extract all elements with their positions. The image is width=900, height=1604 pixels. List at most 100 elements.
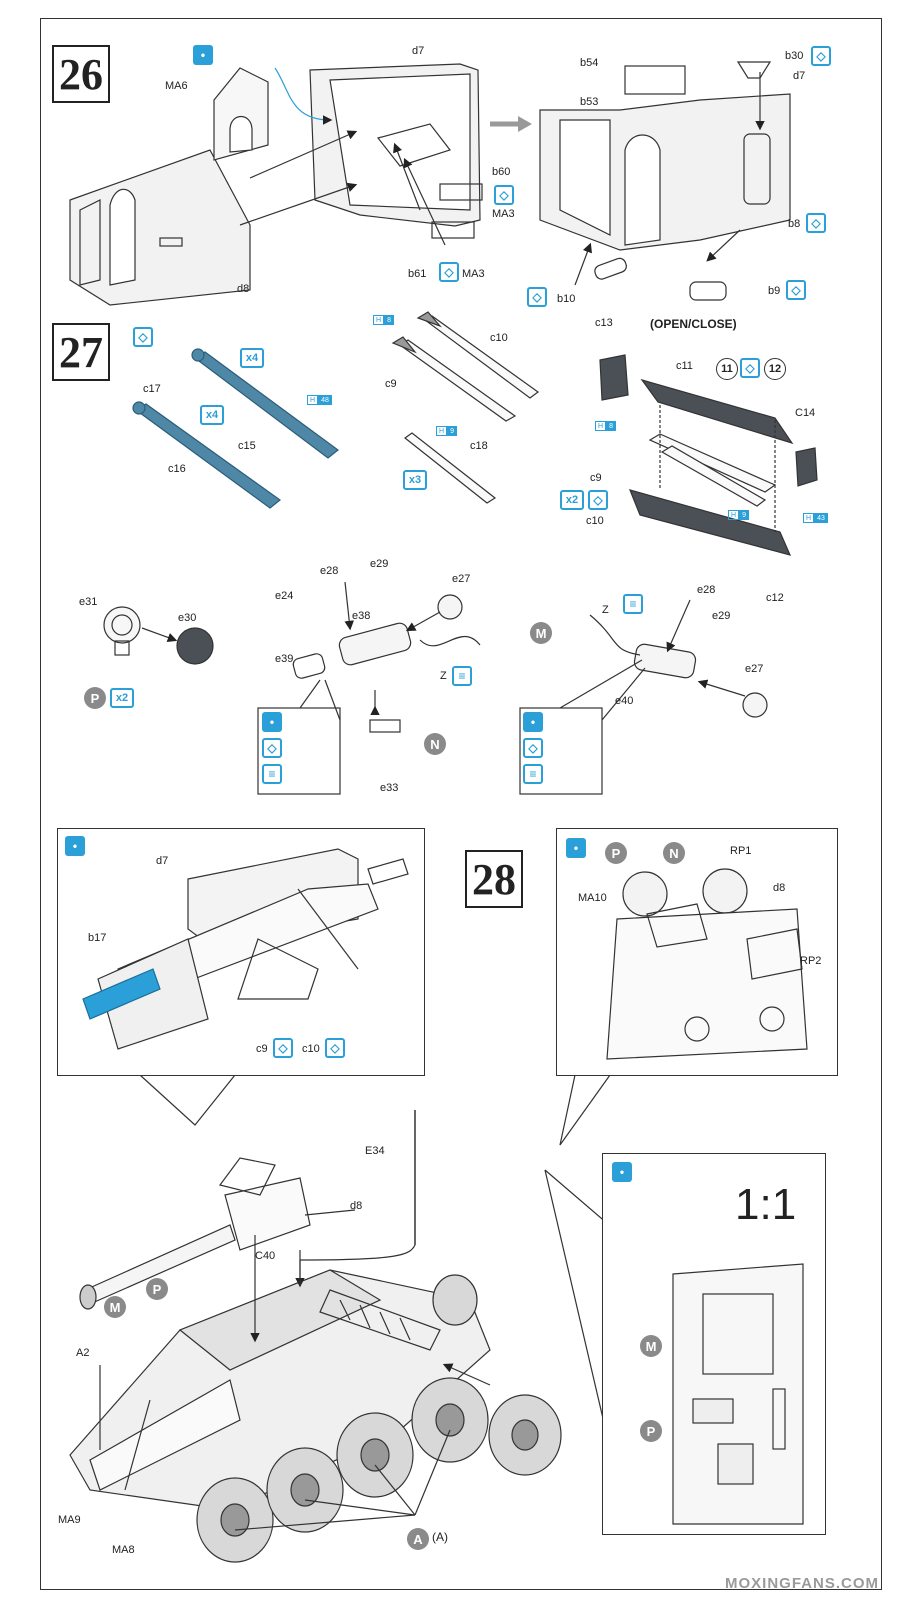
label-b53: b53 [580, 96, 599, 108]
both-sides-icon: ◇ [273, 1038, 293, 1058]
label-d8: d8 [237, 283, 250, 295]
detail-inset-scale [602, 1153, 826, 1535]
marker-M: M [104, 1296, 126, 1318]
label-b10: b10 [557, 293, 576, 305]
label-RP2: RP2 [800, 955, 822, 967]
glue-icon: • [262, 712, 282, 732]
vehicle-gun [79, 1157, 311, 1310]
label-MA9: MA9 [58, 1514, 81, 1526]
step-ref-11: 11 [716, 358, 738, 380]
label-b30: b30 [785, 50, 804, 62]
label-e29: e29 [370, 558, 389, 570]
label-c15: c15 [238, 440, 256, 452]
label-b60: b60 [492, 166, 511, 178]
label-d8: d8 [773, 882, 786, 894]
detail-inset-gun-mount [57, 828, 425, 1076]
label-b9: b9 [768, 285, 781, 297]
label-d7: d7 [156, 855, 169, 867]
label-c11: c11 [676, 360, 693, 372]
marker-M: M [640, 1335, 662, 1357]
label-MA10: MA10 [578, 892, 607, 904]
detail-inset-radio [556, 828, 838, 1076]
label-c10: c10 [586, 515, 604, 527]
label-e29: e29 [712, 610, 731, 622]
label-c18: c18 [470, 440, 488, 452]
label-b17: b17 [88, 932, 107, 944]
label-c9: c9 [590, 472, 602, 484]
quantity-x4-badge: x4 [200, 405, 224, 425]
label-A-paren: (A) [432, 1530, 448, 1544]
both-sides-icon: ◇ [325, 1038, 345, 1058]
detail-box-1 [257, 707, 341, 795]
radio-equipment-drawing [606, 868, 808, 1060]
label-MA3: MA3 [492, 208, 515, 220]
step27-ammo-rack [599, 354, 818, 556]
label-e40: e40 [615, 695, 634, 707]
label-C40: C40 [255, 1250, 276, 1262]
step26-part-MA6 [213, 67, 269, 161]
both-sides-icon: ◇ [811, 46, 831, 66]
label-d7: d7 [793, 70, 806, 82]
both-sides-icon: ◇ [439, 262, 459, 282]
label-e30: e30 [178, 612, 197, 624]
label-MA8: MA8 [112, 1544, 135, 1556]
both-sides-icon: ◇ [494, 185, 514, 205]
glue-icon: • [523, 712, 543, 732]
marker-N: N [424, 733, 446, 755]
label-e39: e39 [275, 653, 294, 665]
step-ref-12: 12 [764, 358, 786, 380]
instruction-sheet [40, 18, 882, 1590]
label-c16: c16 [168, 463, 186, 475]
label-A-paren-text: (A) [432, 1530, 448, 1544]
scale-detail-drawing [672, 1263, 804, 1525]
both-sides-icon: ◇ [588, 490, 608, 510]
label-e28: e28 [320, 565, 339, 577]
step27-shells [391, 311, 540, 504]
label-b61: b61 [408, 268, 427, 280]
open-close-note: (OPEN/CLOSE) [650, 317, 737, 331]
quantity-x4-badge: x4 [240, 348, 264, 368]
marker-N: N [663, 842, 685, 864]
label-c9: c9 [385, 378, 397, 390]
label-C14: C14 [795, 407, 816, 419]
label-e27: e27 [745, 663, 764, 675]
step27-light-assembly-1 [292, 581, 481, 733]
paint-icon: ≡ [623, 594, 643, 614]
marker-M: M [530, 622, 552, 644]
label-c13: c13 [595, 317, 613, 329]
paint-icon: ≡ [452, 666, 472, 686]
both-sides-icon: ◇ [740, 358, 760, 378]
paint-icon: ≡ [523, 764, 543, 784]
label-MA6: MA6 [165, 80, 188, 92]
label-c12: c12 [766, 592, 784, 604]
label-e27: e27 [452, 573, 471, 585]
both-sides-icon: ◇ [786, 280, 806, 300]
label-c10: c10 [302, 1043, 320, 1055]
label-e33: e33 [380, 782, 399, 794]
both-sides-icon: ◇ [133, 327, 153, 347]
marker-A: A [407, 1528, 429, 1550]
marker-P: P [84, 687, 106, 709]
vehicle-sdkfz-body [69, 1269, 491, 1511]
both-sides-icon: ◇ [806, 213, 826, 233]
label-c9: c9 [256, 1043, 268, 1055]
paint-icon: ≡ [262, 764, 282, 784]
label-b8: b8 [788, 218, 801, 230]
glue-icon: • [65, 836, 85, 856]
label-E34: E34 [365, 1145, 385, 1157]
gun-mount-drawing [82, 848, 409, 1050]
label-d7: d7 [412, 45, 425, 57]
label-e38: e38 [352, 610, 371, 622]
glue-icon: • [193, 45, 213, 65]
quantity-x2-badge: x2 [110, 688, 134, 708]
label-RP1: RP1 [730, 845, 752, 857]
label-Z: Z [602, 604, 609, 616]
step26-panel-d8 [69, 149, 251, 306]
watermark-text: MOXINGFANS.COM [725, 1575, 880, 1592]
marker-P: P [640, 1420, 662, 1442]
step27-headlight-e31-e30 [103, 606, 214, 665]
